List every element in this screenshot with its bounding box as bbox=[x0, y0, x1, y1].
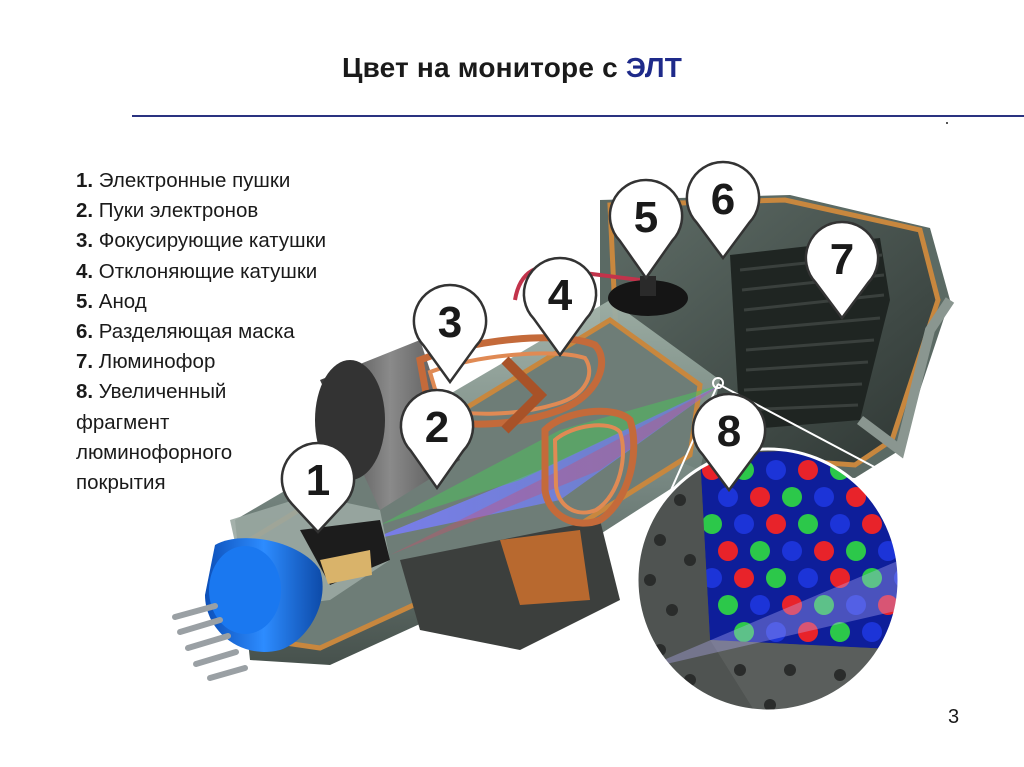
marker-6: 6 bbox=[685, 160, 761, 261]
legend-text: Увеличенный bbox=[93, 380, 227, 404]
legend-text: Люминофор bbox=[93, 350, 216, 374]
title-underline bbox=[132, 115, 1024, 117]
legend-num: 2. bbox=[76, 199, 94, 223]
marker-2-label: 2 bbox=[425, 403, 449, 452]
marker-2: 2 bbox=[399, 388, 475, 491]
legend-item-2: 2. Пуки электронов bbox=[76, 196, 406, 226]
deflection-coils bbox=[416, 334, 638, 527]
socket-pins bbox=[172, 603, 248, 681]
underline-dot bbox=[946, 122, 948, 124]
legend-num: 8. bbox=[76, 380, 94, 404]
marker-5: 5 bbox=[608, 178, 684, 281]
legend-item-5: 5. Анод bbox=[76, 287, 406, 317]
legend-num: 1. bbox=[76, 169, 94, 192]
legend-text: Фокусирующие катушки bbox=[93, 229, 327, 253]
marker-7: 7 bbox=[804, 220, 880, 321]
marker-4-label: 4 bbox=[548, 271, 573, 320]
beam-in-zoom bbox=[640, 560, 898, 670]
legend-item-4: 4. Отклоняющие катушки bbox=[76, 257, 406, 287]
legend-item-8-line-3: люминофорного bbox=[76, 440, 233, 464]
legend-num: 5. bbox=[76, 289, 94, 313]
page-title: Цвет на мониторе с ЭЛТ bbox=[0, 52, 1024, 84]
coil-connector bbox=[500, 530, 590, 605]
legend-text: Пуки электронов bbox=[93, 199, 259, 223]
legend-text: Электронные пушки bbox=[93, 169, 291, 192]
legend-text: Анод bbox=[93, 289, 147, 313]
legend-text: Разделяющая маска bbox=[93, 320, 295, 344]
marker-4: 4 bbox=[522, 256, 598, 358]
marker-3-label: 3 bbox=[438, 298, 462, 347]
legend-item-6: 6. Разделяющая маска bbox=[76, 317, 406, 347]
legend-item-1: 1. Электронные пушки bbox=[76, 166, 406, 196]
legend-item-8-line-4: покрытия bbox=[76, 471, 166, 495]
legend-num: 7. bbox=[76, 350, 94, 374]
marker-7-label: 7 bbox=[830, 235, 854, 284]
legend-num: 3. bbox=[76, 229, 94, 253]
legend-item-8-line-2: фрагмент bbox=[76, 410, 170, 434]
legend-num: 4. bbox=[76, 259, 94, 283]
legend-num: 6. bbox=[76, 320, 94, 344]
marker-1-label: 1 bbox=[306, 456, 330, 505]
electron-beams bbox=[370, 385, 720, 555]
legend-item-8: 8. Увеличенный bbox=[76, 377, 406, 407]
title-accent: ЭЛТ bbox=[625, 52, 683, 83]
marker-1: 1 bbox=[280, 441, 356, 534]
electron-gun bbox=[205, 495, 390, 652]
legend-list: 1. Электронные пушки 2. Пуки электронов … bbox=[76, 166, 406, 498]
phosphor-zoom bbox=[635, 447, 901, 713]
marker-3: 3 bbox=[412, 283, 488, 385]
legend-item-3: 3. Фокусирующие катушки bbox=[76, 226, 406, 256]
marker-8: 8 bbox=[691, 392, 767, 493]
marker-5-label: 5 bbox=[634, 193, 658, 242]
legend-text: Отклоняющие катушки bbox=[93, 259, 318, 283]
legend-item-7: 7. Люминофор bbox=[76, 347, 406, 377]
title-main: Цвет на мониторе с bbox=[341, 52, 626, 83]
marker-6-label: 6 bbox=[711, 175, 735, 224]
page-number: 3 bbox=[948, 706, 960, 728]
marker-8-label: 8 bbox=[717, 407, 741, 456]
